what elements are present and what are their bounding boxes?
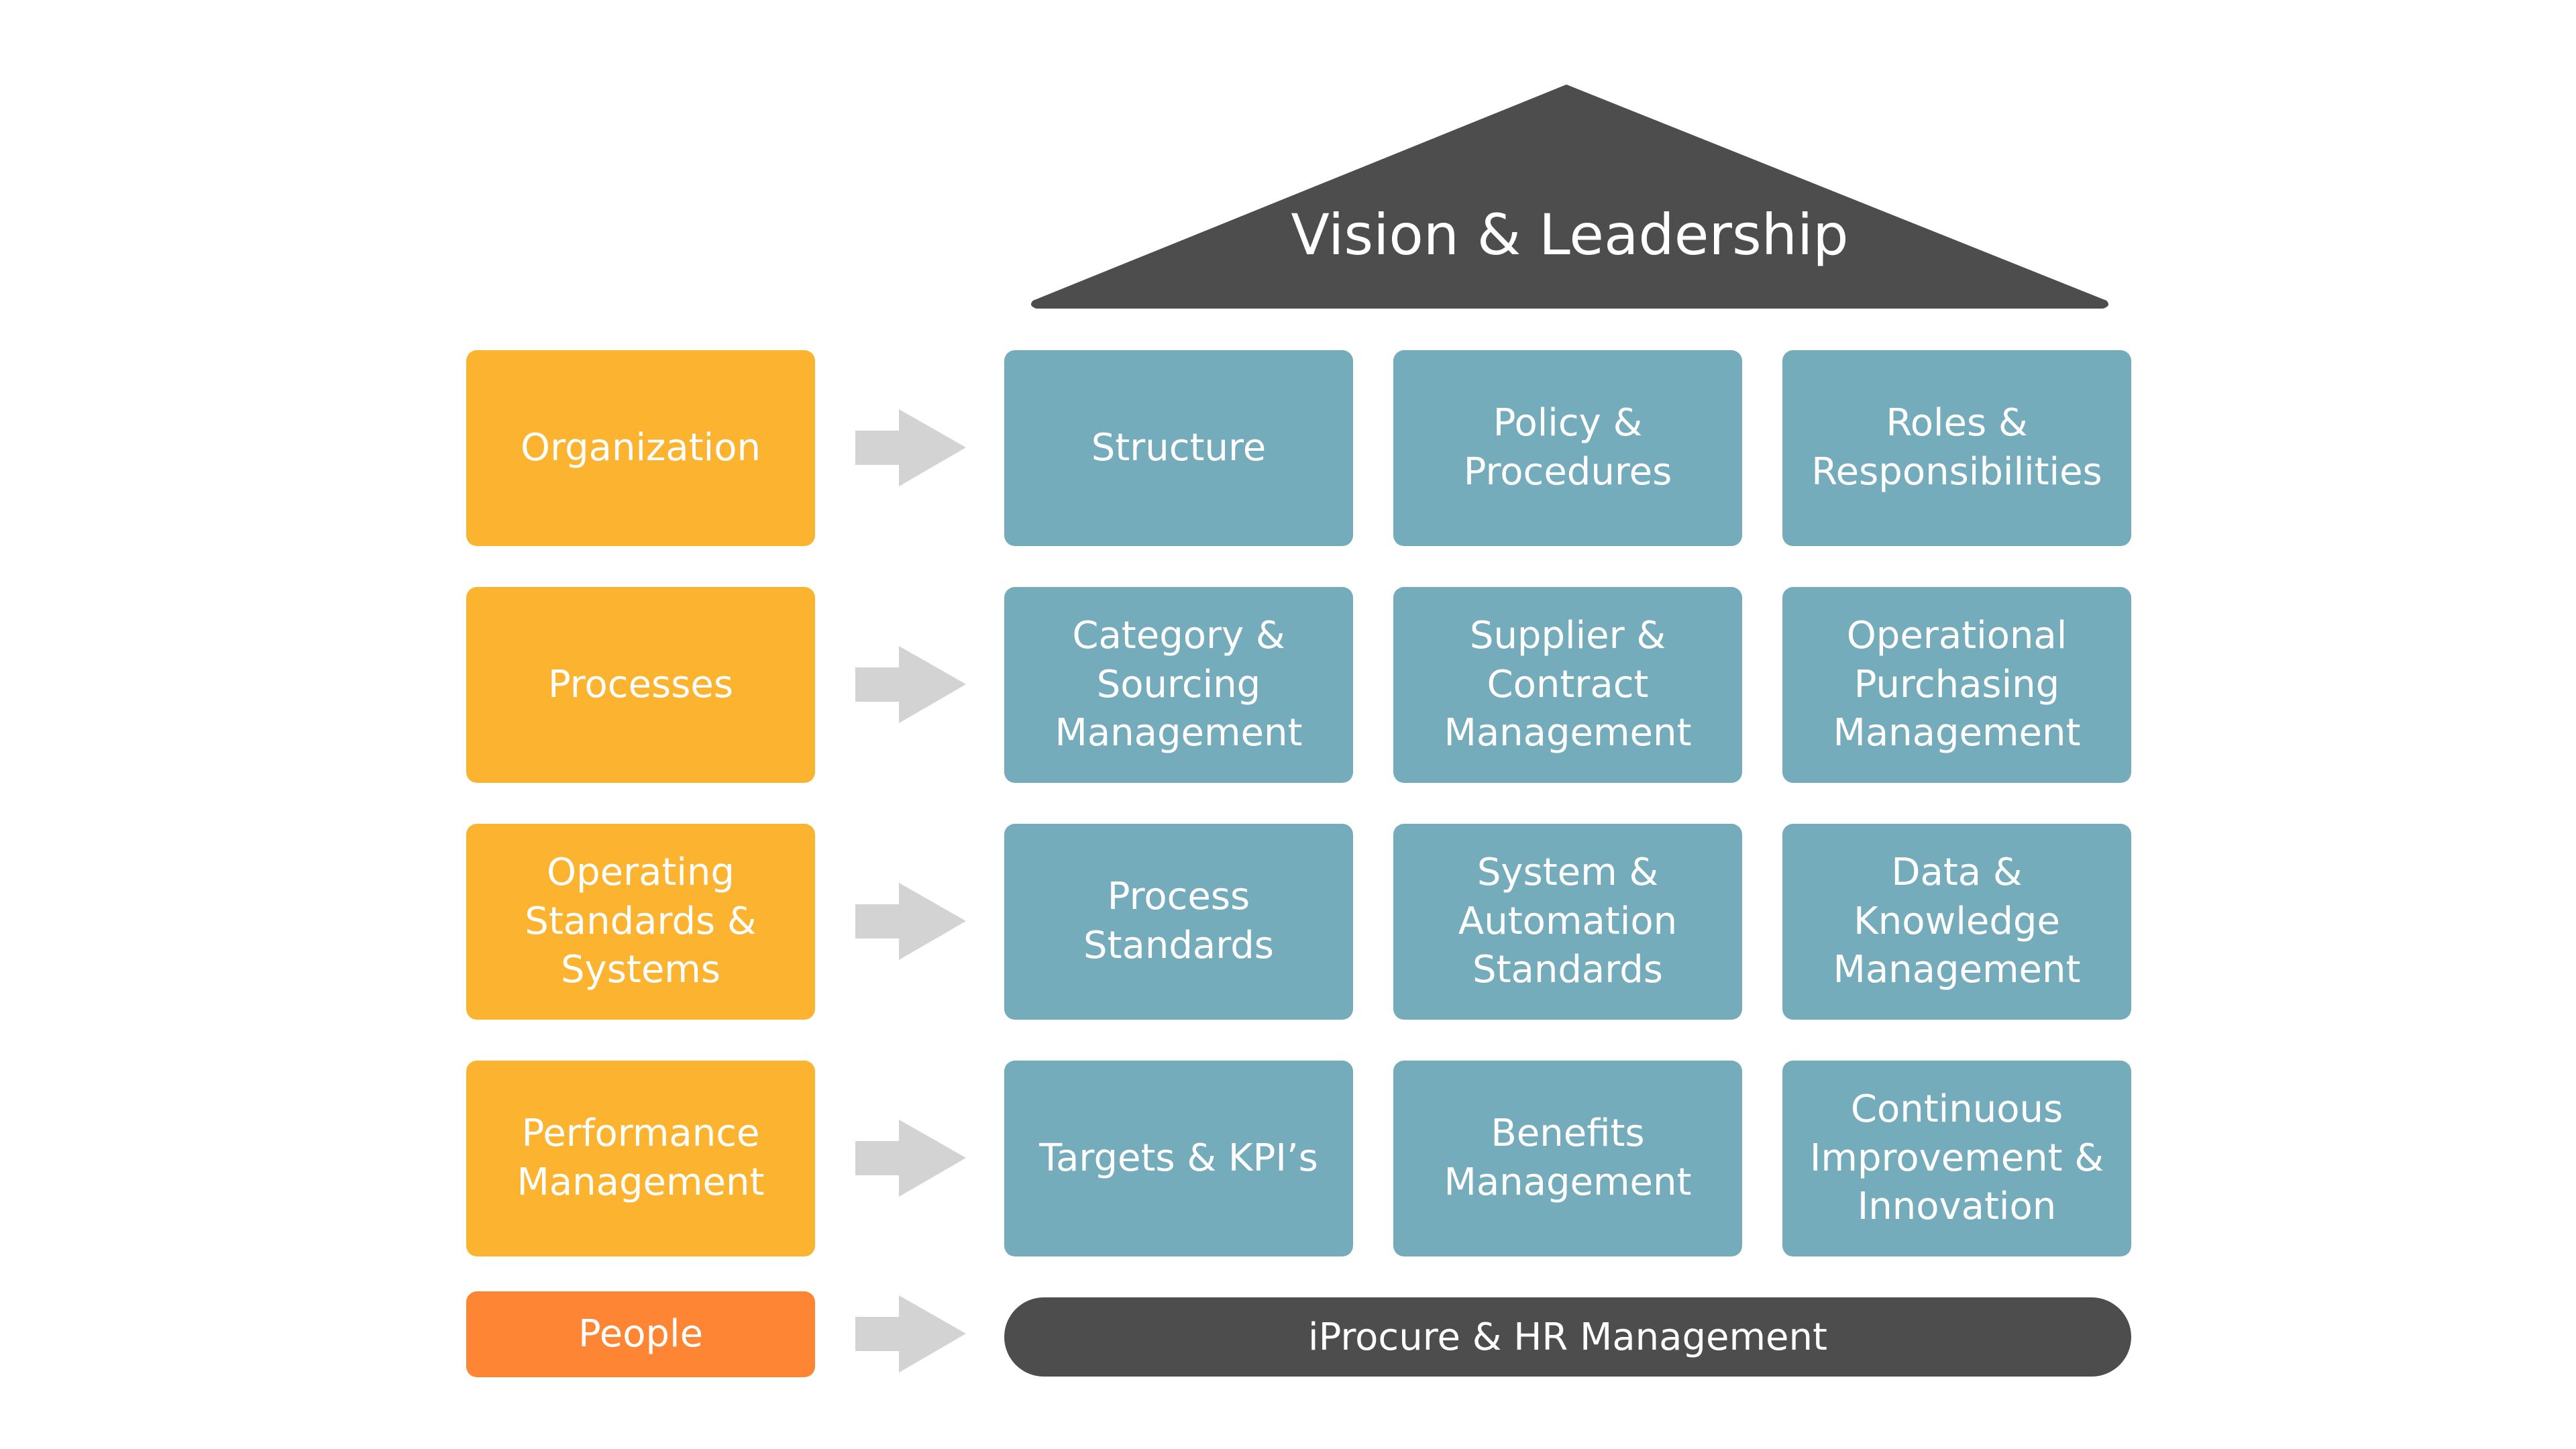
pillar-structure: Structure <box>1004 350 1353 546</box>
pillar-data-knowledge: Data & Knowledge Management <box>1782 824 2131 1020</box>
pillar-continuous-improvement: Continuous Improvement & Innovation <box>1782 1061 2131 1256</box>
pillar-operational-purchasing: Operational Purchasing Management <box>1782 587 2131 783</box>
pillar-roles-responsibilities: Roles & Responsibilities <box>1782 350 2131 546</box>
pillar-process-standards: Process Standards <box>1004 824 1353 1020</box>
foundation-bar: iProcure & HR Management <box>1004 1297 2131 1377</box>
pillar-supplier-contract: Supplier & Contract Management <box>1393 587 1742 783</box>
category-processes: Processes <box>466 587 815 783</box>
pillar-targets-kpis: Targets & KPI’s <box>1004 1061 1353 1256</box>
pillar-system-automation: System & Automation Standards <box>1393 824 1742 1020</box>
arrow-right-icon <box>855 1120 966 1197</box>
pillar-category-sourcing: Category & Sourcing Management <box>1004 587 1353 783</box>
pillar-policy-procedures: Policy & Procedures <box>1393 350 1742 546</box>
category-people: People <box>466 1291 815 1377</box>
arrow-right-icon <box>855 1295 966 1373</box>
arrow-right-icon <box>855 883 966 960</box>
category-performance-management: Performance Management <box>466 1061 815 1256</box>
pillar-benefits-management: Benefits Management <box>1393 1061 1742 1256</box>
roof-title: Vision & Leadership <box>1291 202 1849 268</box>
arrow-right-icon <box>855 409 966 486</box>
category-operating-standards: Operating Standards & Systems <box>466 824 815 1020</box>
roof-shape <box>1030 85 2109 309</box>
category-organization: Organization <box>466 350 815 546</box>
arrow-right-icon <box>855 646 966 723</box>
